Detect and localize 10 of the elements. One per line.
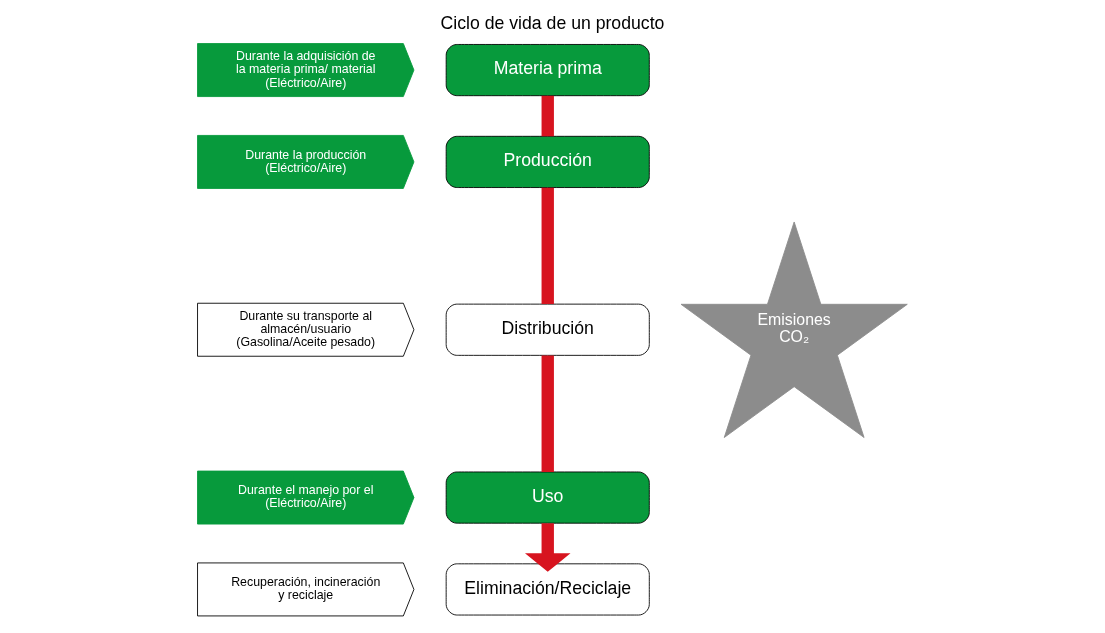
diagram-title: Ciclo de vida de un producto — [440, 13, 665, 34]
connector — [541, 187, 554, 305]
node-box: Materia prima — [445, 44, 650, 97]
node-box: Distribución — [445, 303, 650, 356]
node-box: Eliminación/Reciclaje — [445, 563, 650, 616]
connector — [541, 355, 554, 472]
node-box: Producción — [445, 135, 650, 188]
connector — [541, 95, 554, 137]
node-box: Uso — [445, 471, 650, 524]
arrow — [525, 523, 571, 572]
